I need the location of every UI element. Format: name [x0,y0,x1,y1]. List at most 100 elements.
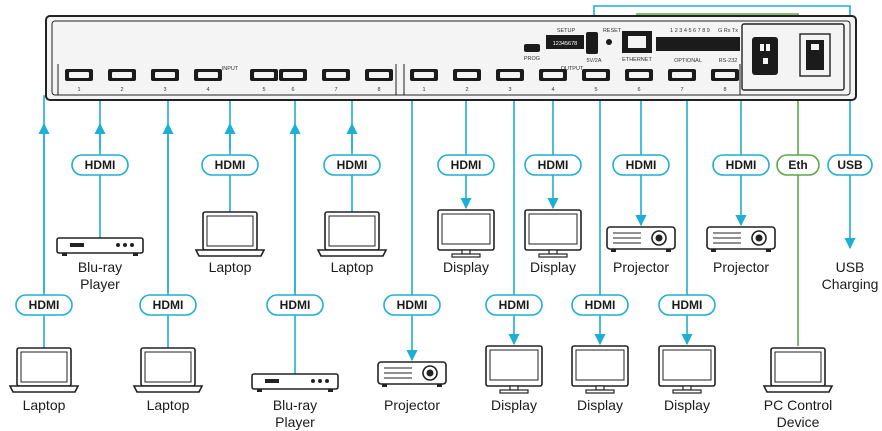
input-group-label: INPUT [222,66,239,72]
connection-label: HDMI [626,158,657,172]
port-number: 3 [508,87,511,93]
hdmi-output-port-3[interactable]: 3 [496,69,524,93]
input-source-1 [8,347,80,393]
connection-label: HDMI [85,158,116,172]
hdmi-cable-label: HDMI [612,154,670,176]
hdmi-input-port-8[interactable]: 8 [365,69,393,93]
output-device-1 [377,361,447,387]
hdmi-cable-label: HDMI [201,154,259,176]
input-source-4 [194,211,266,257]
hdmi-input-port-7[interactable]: 7 [322,69,350,93]
port-number: 6 [291,87,294,93]
hdmi-input-port-4[interactable]: 4 [194,69,222,93]
g-rx-tx-label: G Rx Tx [718,28,738,34]
output-device-3 [485,345,543,394]
optional-label: OPTIONAL [674,58,702,64]
connection-label: HDMI [585,298,616,312]
display-label: Display [664,397,710,413]
display-label: Display [491,397,537,413]
hdmi-input-port-1[interactable]: 1 [65,69,93,93]
hdmi-cable-label: HDMI [437,154,495,176]
eth-cable-label: Eth [776,154,820,176]
hdmi-input-port-5[interactable]: 5 [250,69,278,93]
input-source-2 [56,237,144,256]
hdmi-cable-label: HDMI [15,294,73,316]
projector-label: Projector [713,259,769,275]
port-number: 4 [206,87,209,93]
hdmi-cable-label: HDMI [71,154,129,176]
laptop-label: Laptop [23,397,66,413]
setup-dip-switch[interactable]: SETUP 12345678 [546,28,584,49]
hdmi-input-port-3[interactable]: 3 [151,69,179,93]
port-number: 2 [120,87,123,93]
connection-label: HDMI [215,158,246,172]
hdmi-cable-label: HDMI [524,154,582,176]
hdmi-cable-label: HDMI [571,294,629,316]
port-number: 7 [680,87,683,93]
port-number: 1 [77,87,80,93]
connection-label: HDMI [672,298,703,312]
hdmi-input-port-6[interactable]: 6 [279,69,307,93]
usb-port-label: 5V/2A [587,58,602,64]
output-device-6 [606,226,676,252]
hdmi-output-port-4[interactable]: 4 [539,69,567,93]
projector-label: Projector [384,397,440,413]
hdmi-input-port-2[interactable]: 2 [108,69,136,93]
prog-port[interactable]: PROG [524,44,540,62]
port-number: 2 [465,87,468,93]
output-device-2 [437,209,495,258]
optional-digits: 1 2 3 4 5 6 7 8 9 [670,28,710,34]
port-number: 1 [422,87,425,93]
output-device-4 [524,209,582,258]
power-module [741,23,845,91]
display-label: Display [577,397,623,413]
connection-label: HDMI [538,158,569,172]
output-port-group: OUTPUT 1 2 3 4 5 6 7 8 [403,64,741,96]
setup-label: SETUP [557,28,576,34]
input-source-5 [251,373,339,392]
display-label: Display [530,259,576,275]
optional-terminal-block[interactable]: 1 2 3 4 5 6 7 8 9 G Rx Tx OPTIONAL RS-23… [656,28,740,64]
hdmi-output-port-1[interactable]: 1 [410,69,438,93]
hdmi-output-port-6[interactable]: 6 [625,69,653,93]
output-device-7 [658,345,716,394]
connection-label: HDMI [337,158,368,172]
hdmi-output-port-5[interactable]: 5 [582,69,610,93]
prog-label: PROG [524,56,540,62]
connection-label: HDMI [499,298,530,312]
hdmi-cable-label: HDMI [658,294,716,316]
hdmi-output-port-7[interactable]: 7 [668,69,696,93]
port-number: 5 [262,87,265,93]
laptop-label: Laptop [331,259,374,275]
output-group-label: OUTPUT [561,66,584,72]
input-port-group: INPUT 1 2 3 4 5 6 7 8 [57,64,397,96]
hdmi-cable-label: HDMI [383,294,441,316]
port-number: 8 [377,87,380,93]
hdmi-output-port-2[interactable]: 2 [453,69,481,93]
ethernet-port[interactable]: ETHERNET [622,31,652,63]
connection-label: USB [837,158,863,172]
port-number: 6 [637,87,640,93]
projector-label: Projector [613,259,669,275]
hdmi-cable-label: HDMI [712,154,770,176]
connection-label: HDMI [726,158,757,172]
output-device-8 [706,226,776,252]
output-device-5 [571,345,629,394]
hdmi-cable-label: HDMI [266,294,324,316]
power-inlet[interactable] [752,37,778,75]
port-number: 3 [163,87,166,93]
reset-button[interactable]: RESET [603,28,622,45]
connection-label: HDMI [397,298,428,312]
port-number: 5 [594,87,597,93]
setup-digits: 12345678 [553,41,577,47]
laptop-label: Laptop [147,397,190,413]
usb-charging-port[interactable]: 5V/2A [586,32,602,64]
usb-cable-label: USB [827,154,873,176]
hdmi-output-port-8[interactable]: 8 [711,69,739,93]
connection-label: HDMI [153,298,184,312]
